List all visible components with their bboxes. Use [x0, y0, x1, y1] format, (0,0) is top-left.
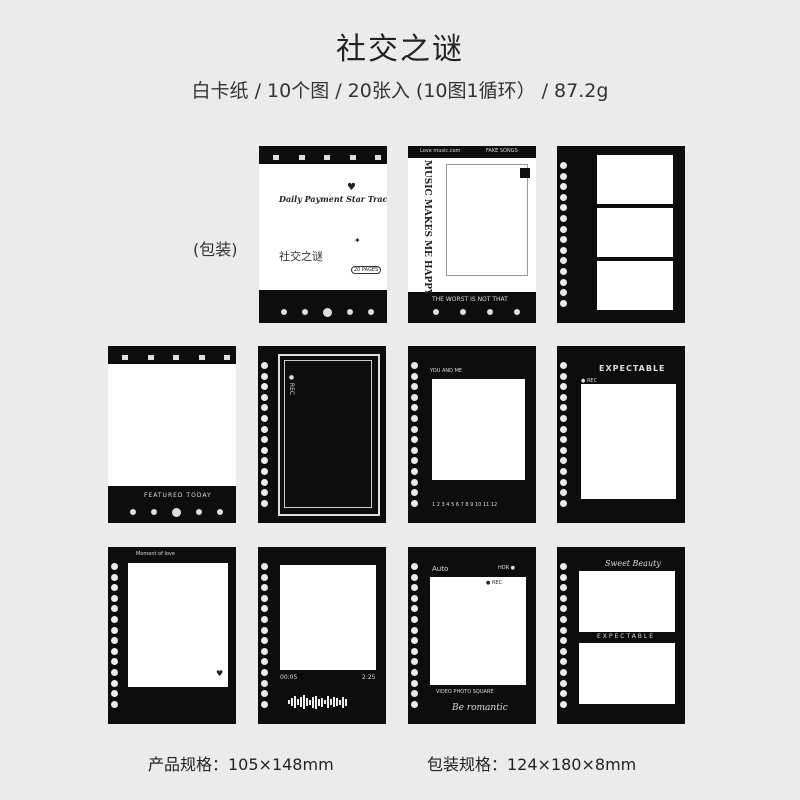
- time-right: 2:25: [362, 674, 376, 681]
- card-footer: EXPECTABLE: [597, 633, 656, 640]
- time-left: 00:05: [280, 674, 298, 681]
- card-tabs: VIDEO PHOTO SQUARE: [436, 689, 494, 695]
- card-mode: Auto: [432, 565, 449, 573]
- card-player: 00:05 2:25: [258, 547, 386, 724]
- package-spec: 包装规格：124×180×8mm: [427, 755, 637, 774]
- card-pages: 20 PAGES: [351, 266, 382, 274]
- card-title: EXPECTABLE: [599, 364, 666, 373]
- card-footer: THE WORST IS NOT THAT: [432, 296, 508, 303]
- card-header-left: Love music.com: [420, 148, 461, 154]
- page-title: 社交之谜: [336, 32, 464, 67]
- card-rec: ● REC: [486, 580, 503, 586]
- page-subtitle: 白卡纸 / 10个图 / 20张入 (10图1循环） / 87.2g: [191, 80, 609, 102]
- card-music: Love music.com FAKE SONGS MUSIC MAKES ME…: [408, 146, 536, 323]
- audio-waveform: [288, 695, 347, 709]
- sparkle-icon: ✦: [354, 236, 361, 245]
- card-header: YOU AND ME: [430, 368, 463, 374]
- card-name: 社交之谜: [279, 250, 323, 263]
- card-rec-frame: ● REC: [258, 346, 386, 523]
- card-script: Sweet Beauty: [605, 559, 661, 568]
- heart-icon: ♥: [216, 669, 224, 678]
- calendar-strip: 1 2 3 4 5 6 7 8 9 10 11 12: [432, 502, 498, 508]
- card-package: Daily Payment Star Trace ♥ 社交之谜 20 PAGES…: [259, 146, 387, 323]
- card-header-right: FAKE SONGS: [486, 148, 518, 154]
- card-you-and-me: YOU AND ME 1 2 3 4 5 6 7 8 9 10 11 12: [408, 346, 536, 523]
- product-spec: 产品规格：105×148mm: [148, 755, 334, 774]
- card-featured: FEATURED TODAY: [108, 346, 236, 523]
- card-expectable: EXPECTABLE ● REC: [557, 346, 685, 523]
- card-vertical-text: MUSIC MAKES ME HAPPY: [422, 160, 432, 296]
- heart-icon: ♥: [347, 182, 356, 193]
- card-header: Moment of love: [136, 551, 175, 557]
- card-banner: FEATURED TODAY: [144, 492, 212, 499]
- card-hdr: HDR ●: [498, 565, 516, 571]
- card-script: Be romantic: [452, 703, 508, 713]
- card-sweet-beauty: Sweet Beauty EXPECTABLE: [557, 547, 685, 724]
- package-label: (包装): [193, 240, 238, 259]
- card-filmstrip: [557, 146, 685, 323]
- card-moment: Moment of love ♥: [108, 547, 236, 724]
- card-rec: ● REC: [581, 378, 598, 384]
- card-brand: Daily Payment Star Trace: [279, 194, 387, 204]
- card-camera: Auto HDR ● ● REC VIDEO PHOTO SQUARE Be r…: [408, 547, 536, 724]
- card-rec: ● REC: [288, 374, 295, 396]
